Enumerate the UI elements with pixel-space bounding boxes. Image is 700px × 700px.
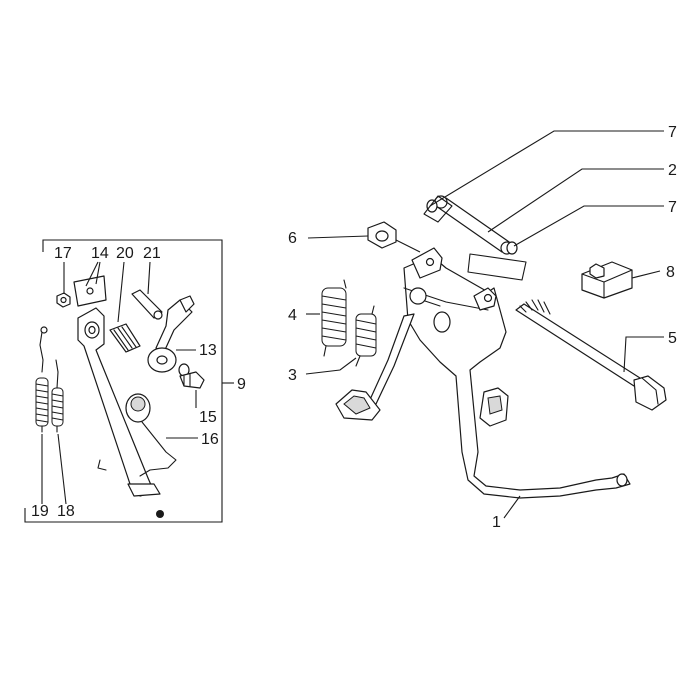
leader-lines bbox=[41, 130, 664, 519]
spring-3 bbox=[355, 305, 377, 367]
nut-6 bbox=[367, 221, 397, 249]
callout-6: 6 bbox=[288, 230, 297, 247]
pivot-bolt-20 bbox=[109, 323, 141, 353]
callout-19: 19 bbox=[31, 503, 49, 520]
center-stand-1 bbox=[335, 247, 631, 499]
reference-dot bbox=[156, 510, 164, 518]
pin-21 bbox=[131, 289, 163, 320]
spring-4 bbox=[321, 279, 347, 357]
callout-1: 1 bbox=[492, 514, 501, 531]
spring-18 bbox=[51, 359, 64, 433]
callout-8: 8 bbox=[666, 264, 675, 281]
bushing-7-lower bbox=[467, 241, 527, 281]
callout-20: 20 bbox=[116, 245, 134, 262]
spindle-2 bbox=[434, 195, 514, 255]
callout-21: 21 bbox=[143, 245, 161, 262]
callout-labels: 17 14 20 21 13 9 15 16 19 18 6 4 3 7 2 7… bbox=[31, 124, 677, 531]
bolt-15 bbox=[179, 371, 205, 389]
callout-4: 4 bbox=[288, 307, 297, 324]
nut-17 bbox=[56, 292, 71, 308]
callout-3: 3 bbox=[288, 367, 297, 384]
washer-13 bbox=[147, 347, 190, 377]
callout-7-upper: 7 bbox=[668, 124, 677, 141]
callout-7-lower: 7 bbox=[668, 199, 677, 216]
side-stand-leg bbox=[77, 307, 161, 497]
shaft-bolt-5 bbox=[515, 299, 667, 411]
callout-5: 5 bbox=[668, 330, 677, 347]
callout-13: 13 bbox=[199, 342, 217, 359]
side-stand-plate-14 bbox=[73, 275, 107, 307]
callout-16: 16 bbox=[201, 431, 219, 448]
callout-17: 17 bbox=[54, 245, 72, 262]
rubber-block-8 bbox=[581, 261, 633, 299]
spring-19 bbox=[35, 326, 49, 433]
callout-14: 14 bbox=[91, 245, 109, 262]
callout-9: 9 bbox=[237, 376, 246, 393]
callout-15: 15 bbox=[199, 409, 217, 426]
kit-bracket-9 bbox=[24, 239, 234, 523]
rubber-stop-16 bbox=[125, 393, 177, 477]
switch-bracket bbox=[155, 295, 195, 353]
callout-2: 2 bbox=[668, 162, 677, 179]
callout-18: 18 bbox=[57, 503, 75, 520]
